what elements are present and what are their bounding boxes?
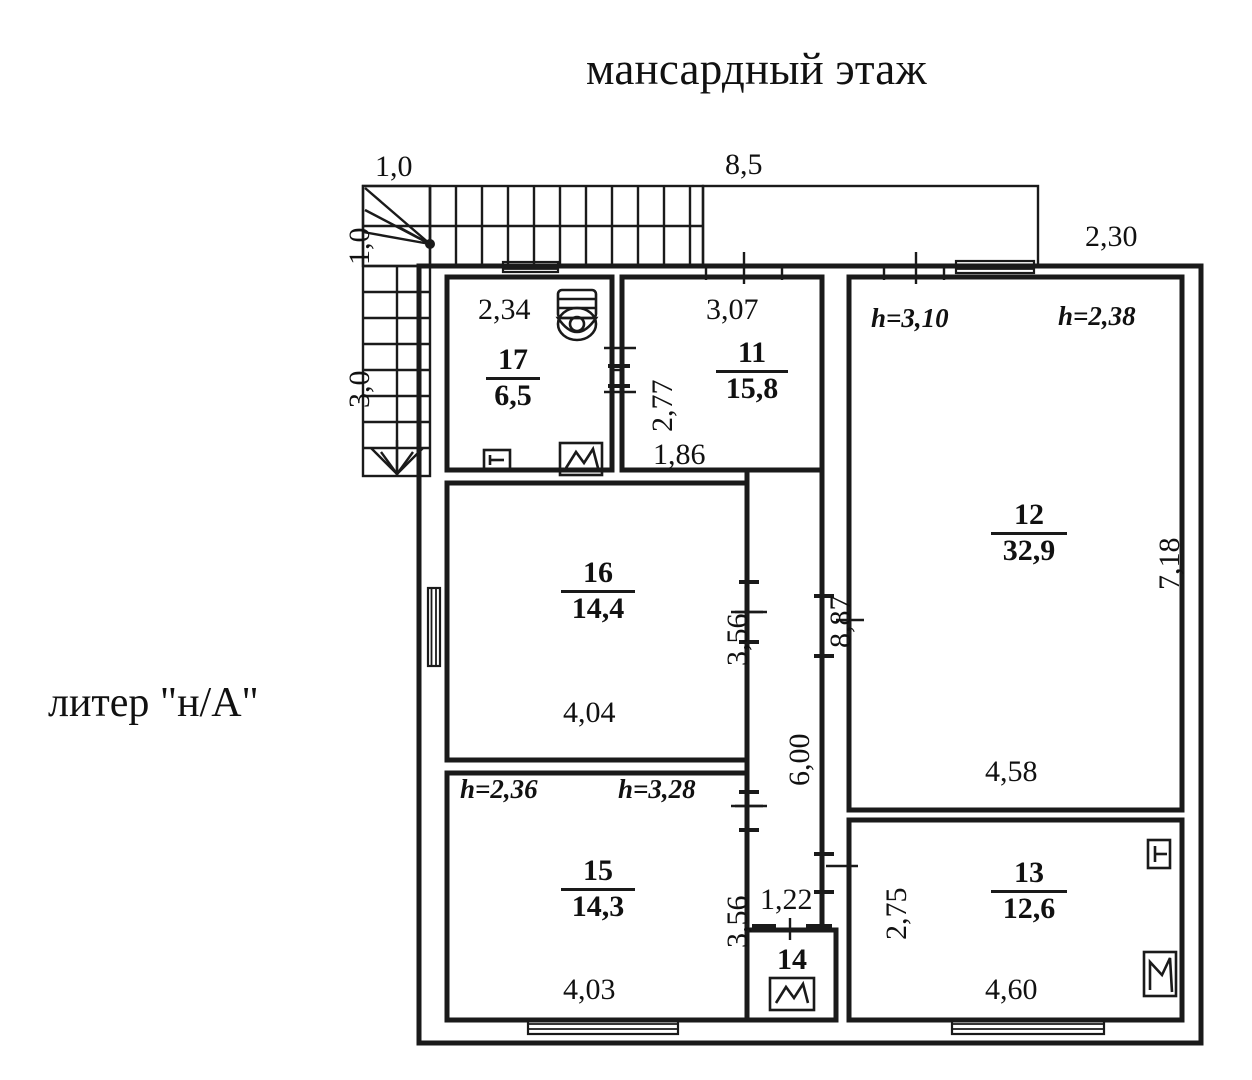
dim-room-15-height: 3,56: [721, 895, 754, 949]
dim-corridor-long: 8,87: [824, 595, 857, 649]
dim-room-16-height: 3,56: [721, 613, 754, 667]
room-17-area: 6,5: [494, 378, 532, 412]
dim-room-15-width: 4,03: [563, 973, 616, 1006]
room-15-number: 15: [583, 854, 613, 887]
room-15-rule: [561, 887, 635, 891]
dim-room-11-width: 3,07: [706, 293, 759, 326]
dim-room-16-width: 4,04: [563, 696, 616, 729]
top-wall-openings: [501, 252, 1036, 284]
dim-room-11-inner-left: 2,77: [646, 379, 679, 433]
dim-overall-top: 8,5: [725, 148, 763, 181]
room-12-number: 12: [1014, 498, 1044, 531]
dim-stair-left-upper: 1,0: [343, 227, 376, 266]
room-15-height-left: h=2,36: [460, 774, 538, 804]
room-12-area: 32,9: [1002, 533, 1056, 567]
room-17-number: 17: [498, 343, 528, 376]
liter-label: литер "н/А": [48, 680, 259, 726]
room-16-area: 14,4: [571, 591, 625, 625]
dim-corridor-short: 6,00: [783, 733, 816, 787]
room-13-area: 12,6: [1002, 891, 1056, 925]
room-17-label: 17 6,5: [470, 343, 556, 412]
room-12-height-left: h=3,10: [871, 303, 949, 333]
room-12-label: 12 32,9: [975, 498, 1083, 567]
room-13-rule: [991, 889, 1067, 893]
page-title: мансардный этаж: [586, 44, 927, 94]
dim-room-13-width: 4,60: [985, 973, 1038, 1006]
dim-room-12-height: 7,18: [1153, 537, 1186, 591]
dimension-ticks: [604, 346, 763, 808]
room-12-height-right: h=2,38: [1058, 301, 1136, 331]
room-16-label: 16 14,4: [545, 556, 651, 625]
room-11-rule: [716, 369, 788, 373]
room-13-label: 13 12,6: [975, 856, 1083, 925]
room-15-height-right: h=3,28: [618, 774, 696, 804]
room-15-area: 14,3: [571, 889, 625, 923]
room-17-fixtures: [482, 288, 604, 477]
room-11-area: 15,8: [725, 371, 779, 405]
room-11-label: 11 15,8: [700, 336, 804, 405]
dim-room-13-height: 2,75: [880, 887, 913, 941]
outer-walls: [416, 263, 1204, 1046]
room-14-label: 14: [758, 943, 826, 976]
room-15-label: 15 14,3: [545, 854, 651, 923]
dim-room-17-width: 2,34: [478, 293, 531, 326]
dim-room-11-inner-bottom: 1,86: [653, 438, 706, 471]
room-14-walls: [744, 918, 839, 1023]
room-16-number: 16: [583, 556, 613, 589]
room-13-number: 13: [1014, 856, 1044, 889]
dim-right-top: 2,30: [1085, 220, 1138, 253]
room-17-rule: [486, 376, 540, 380]
room-11-number: 11: [737, 336, 767, 369]
dim-room-14-width: 1,22: [760, 883, 813, 916]
room-13-walls: [846, 817, 1185, 1036]
room-16-rule: [561, 589, 635, 593]
room-12-walls: [846, 274, 1185, 813]
room-12-rule: [991, 531, 1067, 535]
dim-room-12-width: 4,58: [985, 755, 1038, 788]
dim-stair-top-width: 1,0: [375, 150, 413, 183]
room-17-walls: [444, 274, 615, 473]
room-14-number: 14: [777, 943, 807, 976]
dim-stair-left-lower: 3,0: [343, 370, 376, 409]
